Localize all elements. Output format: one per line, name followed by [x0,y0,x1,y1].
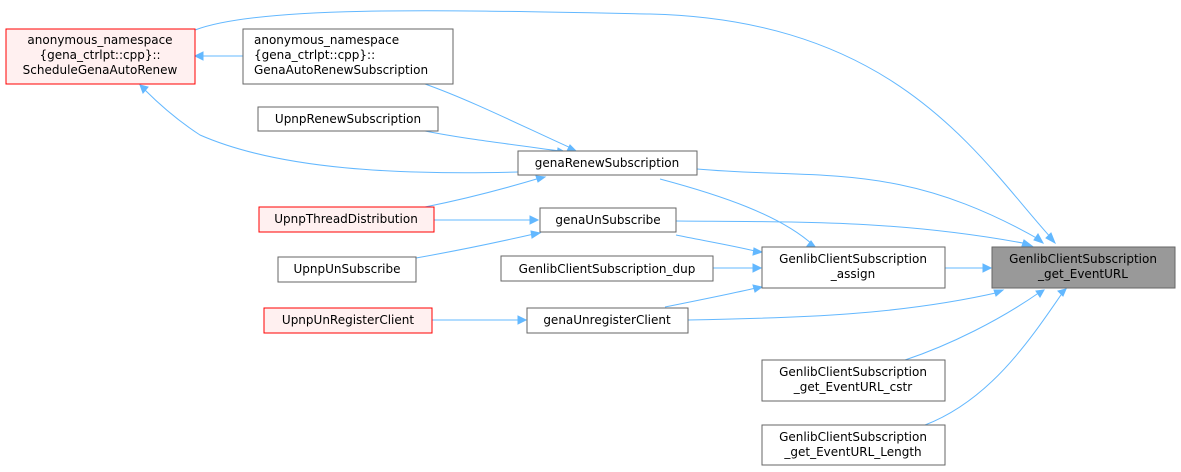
edge-get-eventurl-to-schedule-gena-auto-renew [194,10,1056,245]
node-label: GenaAutoRenewSubscription [254,63,428,77]
edge-get-eventurl-to-gena-unregister-client [687,289,1005,321]
node-label: genaUnSubscribe [555,213,660,227]
node-gena-renew-subscription[interactable]: genaRenewSubscription [517,150,698,176]
edge-gena-auto-renew-to-schedule [193,51,243,61]
edge-assign-to-gena-unsubscribe [675,234,764,256]
node-box [263,307,433,334]
node-label: ScheduleGenaAutoRenew [23,63,178,77]
node-box [517,150,698,176]
edge-get-eventurl-to-gena-unsubscribe [675,220,1034,247]
node-label: UpnpRenewSubscription [275,112,421,126]
edge-gena-unregister-to-upnp-unregister [432,315,528,325]
node-label: anonymous_namespace [254,33,399,47]
edge-get-eventurl-to-eventurl-cstr [904,289,1045,361]
node-label: GenlibClientSubscription [779,430,927,444]
node-gena-auto-renew-subscription[interactable]: anonymous_namespace {gena_ctrlpt::cpp}::… [242,28,454,85]
edge-gena-unsubscribe-to-thread-distribution [434,215,540,225]
node-label: UpnpThreadDistribution [274,212,418,226]
node-label: anonymous_namespace [27,33,172,47]
edge-assign-to-gena-renew [659,178,818,249]
edge-get-eventurl-to-gena-renew-subscription [696,168,1045,244]
node-box [539,207,677,233]
node-label: GenlibClientSubscription [1009,252,1157,266]
node-box [761,246,946,289]
node-label: _assign [830,267,875,281]
node-schedule-gena-auto-renew[interactable]: anonymous_namespace {gena_ctrlpt::cpp}::… [5,28,196,85]
node-upnp-renew-subscription[interactable]: UpnpRenewSubscription [257,106,439,132]
node-gena-unsubscribe[interactable]: genaUnSubscribe [539,207,677,233]
node-box [5,28,196,85]
node-genlib-client-subscription-get-eventurl[interactable]: GenlibClientSubscription _get_EventURL [991,246,1176,289]
node-box [258,206,435,233]
node-box [526,307,689,334]
node-upnp-unsubscribe[interactable]: UpnpUnSubscribe [277,256,417,283]
node-box [761,424,946,466]
node-box [277,256,417,283]
edge-gena-unsubscribe-to-upnp-unsubscribe [415,230,542,259]
edge-gena-renew-to-gena-auto-renew [424,83,578,152]
node-label: GenlibClientSubscription [779,365,927,379]
node-label: UpnpUnSubscribe [294,262,401,276]
node-label: GenlibClientSubscription [779,252,927,266]
node-genlib-client-subscription-assign[interactable]: GenlibClientSubscription _assign [761,246,946,289]
node-box [500,255,714,282]
node-label: _get_EventURL_cstr [793,380,912,394]
edge-get-eventurl-to-assign [945,263,993,273]
node-label: _get_EventURL [1037,267,1128,281]
edge-get-eventurl-to-eventurl-length [924,288,1067,426]
node-label: {gena_ctrlpt::cpp}:: [39,48,160,62]
node-box [242,28,454,85]
edge-gena-renew-to-thread-distribution [424,175,547,208]
node-genlib-client-subscription-get-eventurl-length[interactable]: GenlibClientSubscription _get_EventURL_L… [761,424,946,466]
node-box [991,246,1176,289]
edge-assign-to-dup [713,263,763,273]
node-upnp-thread-distribution[interactable]: UpnpThreadDistribution [258,206,435,233]
node-genlib-client-subscription-get-eventurl-cstr[interactable]: GenlibClientSubscription _get_EventURL_c… [761,359,946,402]
node-label: GenlibClientSubscription_dup [519,262,696,276]
nodes-layer: anonymous_namespace {gena_ctrlpt::cpp}::… [5,28,1176,466]
node-label: UpnpUnRegisterClient [282,313,414,327]
node-box [257,106,439,132]
node-label: genaRenewSubscription [535,156,680,170]
node-label: genaUnregisterClient [543,313,671,327]
node-label: _get_EventURL_Length [783,445,921,459]
node-label: {gena_ctrlpt::cpp}:: [254,48,375,62]
node-gena-unregister-client[interactable]: genaUnregisterClient [526,307,689,334]
node-genlib-client-subscription-dup[interactable]: GenlibClientSubscription_dup [500,255,714,282]
edge-assign-to-gena-unregister [664,284,764,308]
edges-layer [139,10,1067,426]
node-upnp-unregister-client[interactable]: UpnpUnRegisterClient [263,307,433,334]
edge-gena-renew-to-schedule [139,84,519,174]
node-box [761,359,946,402]
